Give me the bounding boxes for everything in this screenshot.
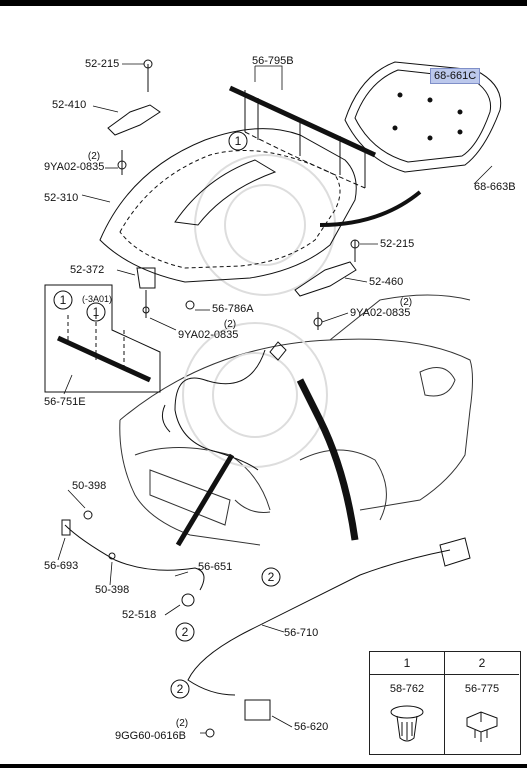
hood-insulator [344,61,502,173]
part-label: 50-398 [72,480,107,492]
part-label: 68-663B [474,181,516,193]
part-qty: (2) [175,718,189,729]
callout-2: 2 [182,625,189,639]
part-label: 9YA02-0835 [350,307,411,319]
legend-part-number: 56-775 [464,683,500,695]
callout-markers [53,131,281,699]
part-qty: (2) [399,297,413,308]
part-label-highlighted: 68-661C [430,68,481,84]
hood-seal [228,85,377,189]
part-label: 9YA02-0835 [178,329,239,341]
part-label: 52-410 [52,99,87,111]
legend-column-1: 1 58-762 [370,652,445,754]
callout-2: 2 [177,682,184,696]
legend-column-2: 2 56-775 [445,652,519,754]
callout-1: 1 [93,305,100,319]
release-cable-front [175,453,235,547]
legend-header-2: 2 [445,652,519,675]
part-label: 50-398 [95,584,130,596]
part-label: 52-518 [122,609,157,621]
fastener-legend: 1 58-762 2 56-775 [369,651,521,755]
release-cable-heavy [296,378,359,541]
part-label: 9GG60-0616B [115,730,186,742]
trim-inset [44,284,161,393]
legend-header-1: 1 [370,652,444,675]
part-label: 52-215 [85,58,120,70]
part-qty: (2) [223,319,237,330]
callout-2: 2 [268,570,275,584]
part-label: 56-795B [252,55,294,67]
part-label: 56-786A [212,303,254,315]
leader-lines [57,63,493,734]
top-border [0,0,527,6]
release-cable [187,537,471,738]
legend-part-number: 58-762 [389,683,425,695]
clip-icon [390,705,424,742]
part-label: 56-693 [44,560,79,572]
callout-1: 1 [235,134,242,148]
car-body-outline [119,294,473,546]
clip-icon [466,711,498,742]
hinge-left [107,59,161,175]
part-label: 56-751E [44,396,86,408]
hood-harness [161,341,287,471]
part-label: 52-372 [70,264,105,276]
part-label: 52-215 [380,238,415,250]
hood-latch-cable [61,510,205,607]
part-label: 56-710 [284,627,319,639]
hood [99,128,422,283]
watermark [182,154,336,468]
striker [136,267,195,318]
part-qty: (2) [87,151,101,162]
part-applicability: (-3A01) [82,294,113,304]
part-label: 56-651 [198,561,233,573]
callout-1: 1 [60,293,67,307]
part-label: 52-460 [369,276,404,288]
bottom-border [0,764,527,768]
part-label: 52-310 [44,192,79,204]
part-label: 56-620 [294,721,329,733]
part-label: 9YA02-0835 [44,161,105,173]
